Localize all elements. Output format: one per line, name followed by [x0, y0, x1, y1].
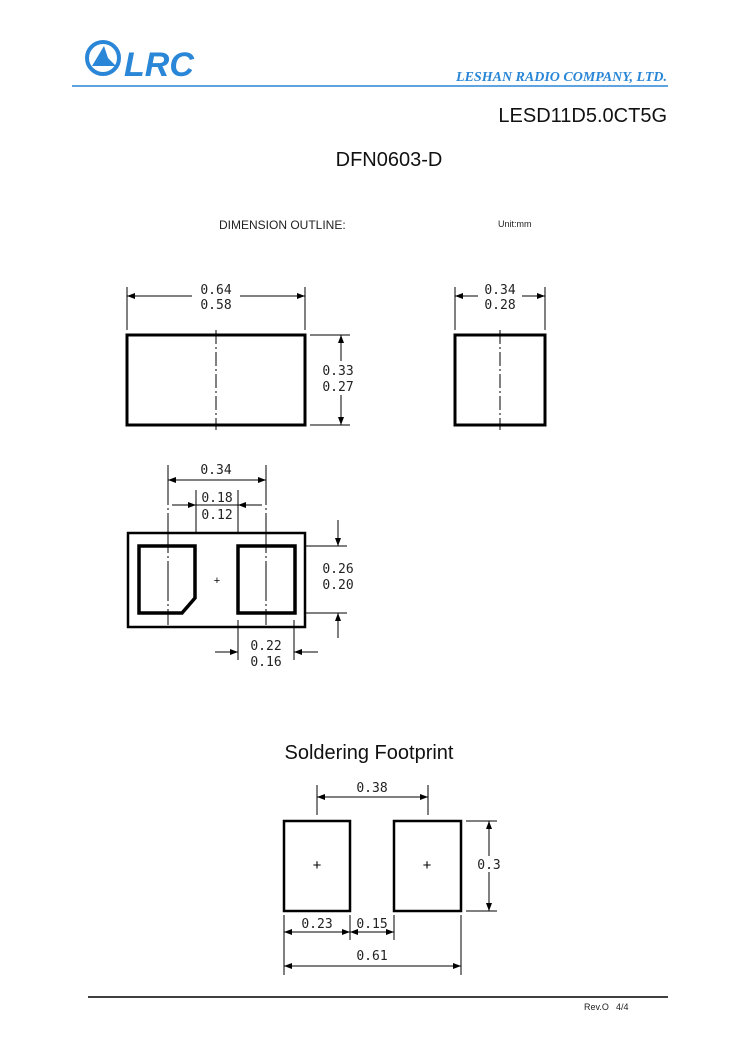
part-number: LESD11D5.0CT5G [498, 105, 667, 127]
svg-text:0.61: 0.61 [356, 949, 387, 964]
svg-text:+: + [313, 857, 322, 874]
svg-text:0.18: 0.18 [201, 491, 232, 506]
svg-text:0.28: 0.28 [484, 298, 515, 313]
lrc-logo: LRC [85, 40, 194, 84]
svg-text:0.15: 0.15 [356, 917, 387, 932]
svg-text:0.33: 0.33 [322, 364, 353, 379]
svg-text:0.27: 0.27 [322, 380, 353, 395]
svg-text:0.23: 0.23 [301, 917, 332, 932]
svg-text:0.20: 0.20 [322, 578, 353, 593]
svg-text:LRC: LRC [124, 46, 194, 84]
svg-text:0.26: 0.26 [322, 562, 353, 577]
unit-label: Unit:mm [498, 219, 532, 229]
footprint-title: Soldering Footprint [285, 742, 454, 764]
svg-text:0.16: 0.16 [250, 655, 281, 670]
top-view: 0.64 0.58 0.33 0.27 [125, 283, 358, 430]
svg-text:0.58: 0.58 [200, 298, 231, 313]
soldering-footprint: + + 0.38 0.3 0.23 0.15 0.61 [282, 781, 503, 975]
revision-label: Rev.O [584, 1002, 609, 1012]
svg-text:+: + [214, 575, 220, 587]
svg-text:0.64: 0.64 [200, 283, 231, 298]
dimension-outline-label: DIMENSION OUTLINE: [219, 218, 346, 232]
svg-text:0.22: 0.22 [250, 639, 281, 654]
side-view: 0.34 0.28 [453, 283, 547, 430]
svg-text:0.38: 0.38 [356, 781, 387, 796]
svg-text:0.34: 0.34 [484, 283, 515, 298]
page-number: 4/4 [616, 1002, 629, 1012]
company-name: LESHAN RADIO COMPANY, LTD. [455, 70, 667, 85]
svg-text:+: + [423, 857, 432, 874]
bottom-view: + 0.34 0.18 0.12 0.26 0.20 0.22 0.16 [126, 463, 354, 670]
svg-text:0.3: 0.3 [477, 858, 500, 873]
package-title: DFN0603-D [336, 149, 443, 171]
svg-text:0.34: 0.34 [200, 463, 231, 478]
svg-text:0.12: 0.12 [201, 508, 232, 523]
